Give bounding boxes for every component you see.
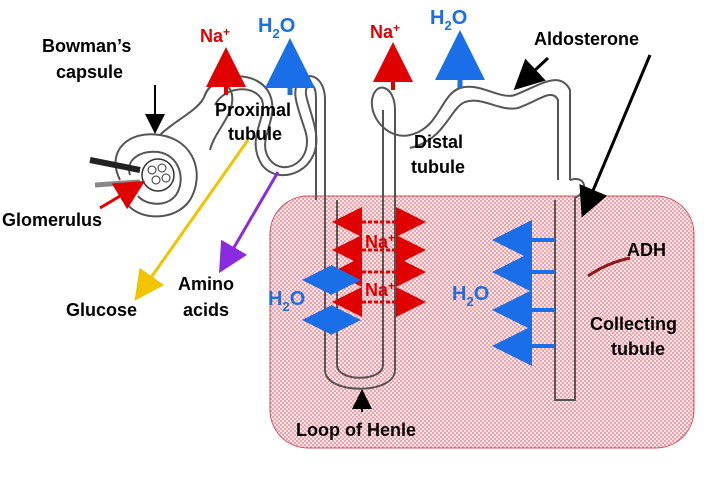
proximal-label-line1: Proximal bbox=[215, 100, 291, 120]
glomerulus-knot bbox=[90, 159, 174, 191]
glomerulus-label: Glomerulus bbox=[2, 210, 102, 230]
amino-label-line2: acids bbox=[183, 300, 229, 320]
aldosterone-pointer-1 bbox=[518, 58, 548, 86]
collecting-label-line1: Collecting bbox=[590, 314, 677, 334]
distal-label-line2: tubule bbox=[411, 157, 465, 177]
h2o-label-top-right: H2O bbox=[430, 7, 467, 33]
aldosterone-label: Aldosterone bbox=[534, 29, 639, 49]
distal-label-line1: Distal bbox=[414, 132, 463, 152]
h2o-label-top-left: H2O bbox=[258, 15, 295, 41]
glomerulus-pointer bbox=[100, 184, 140, 208]
bowmans-label-line1: Bowman’s bbox=[42, 36, 131, 56]
bowmans-label-line2: capsule bbox=[56, 62, 123, 82]
proximal-label-line2: tubule bbox=[228, 124, 282, 144]
collecting-label-line2: tubule bbox=[611, 339, 665, 359]
na-label-top-right: Na+ bbox=[370, 21, 400, 42]
adh-label: ADH bbox=[627, 240, 666, 260]
aldosterone-pointer-2 bbox=[584, 55, 650, 212]
loop-of-henle-label: Loop of Henle bbox=[296, 420, 416, 440]
amino-label-line1: Amino bbox=[178, 274, 234, 294]
na-label-top-left: Na+ bbox=[200, 25, 230, 46]
glucose-label: Glucose bbox=[66, 300, 137, 320]
